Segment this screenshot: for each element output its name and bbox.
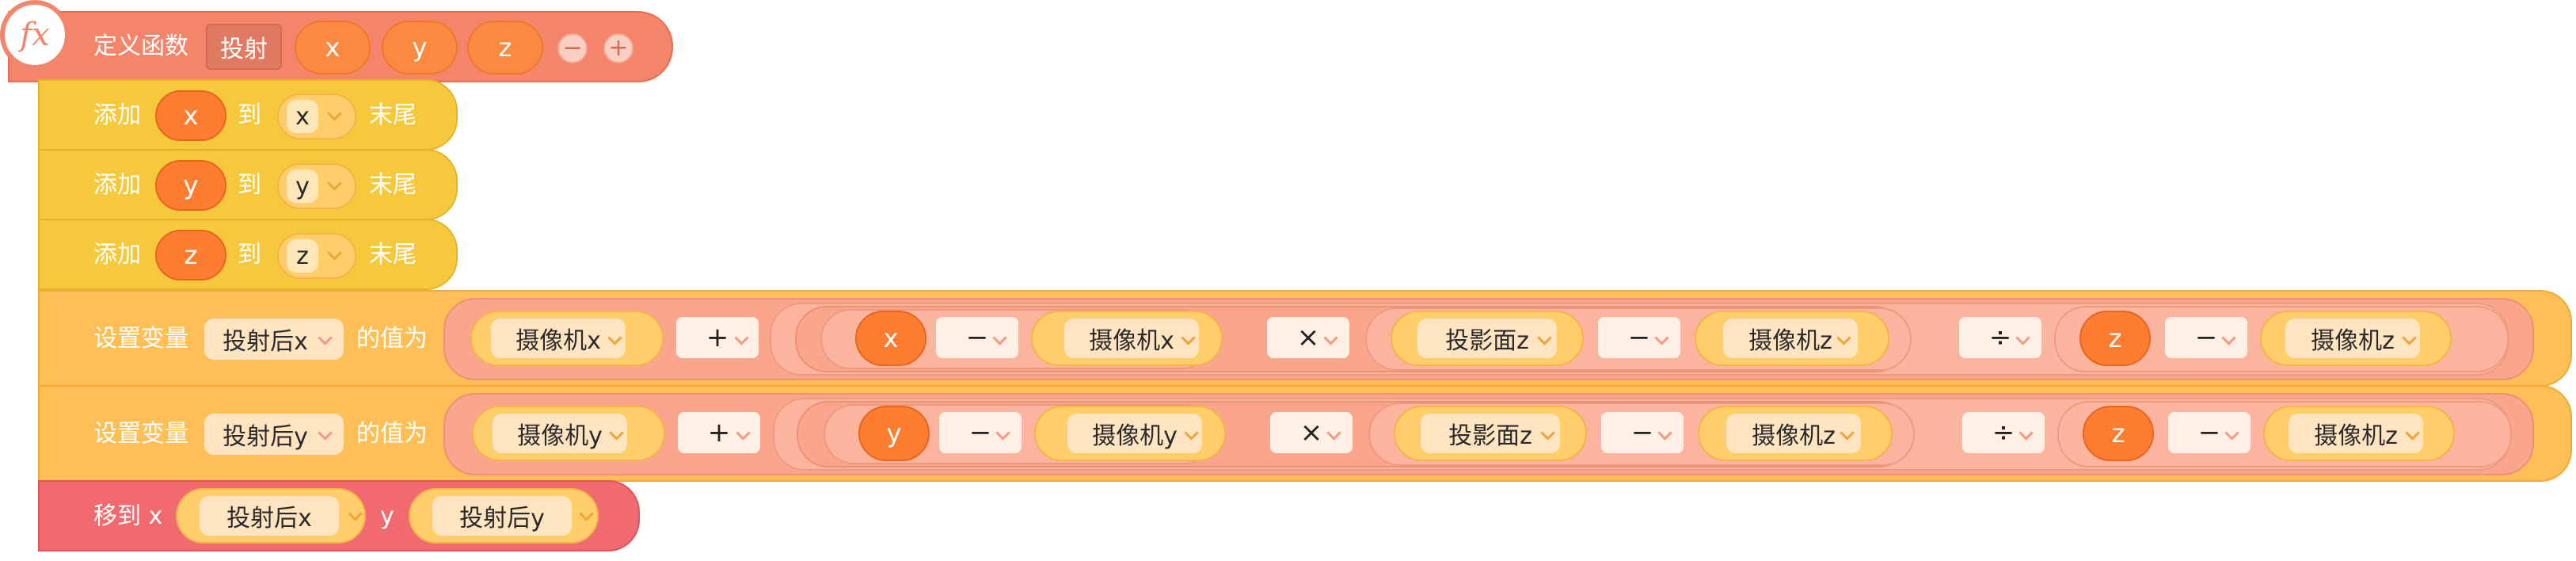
add-item-var[interactable]: z bbox=[155, 230, 226, 280]
add-label: 添加 bbox=[93, 101, 141, 129]
add-to-list-block[interactable] bbox=[38, 149, 458, 220]
set-variable-label: 设置变量 bbox=[93, 325, 188, 353]
list-dropdown[interactable]: y bbox=[287, 170, 318, 203]
y-var-dropdown[interactable]: 投射后y bbox=[432, 496, 572, 536]
to-label: 到 bbox=[238, 101, 261, 129]
suffix-label: 末尾 bbox=[369, 171, 417, 199]
param-y[interactable]: y bbox=[382, 21, 458, 74]
add-label: 添加 bbox=[93, 171, 141, 199]
to-label: 到 bbox=[238, 241, 261, 269]
param-var[interactable]: y bbox=[858, 406, 930, 461]
plane-dropdown[interactable]: 投影面z bbox=[1417, 319, 1557, 358]
add-item-var[interactable]: y bbox=[155, 160, 226, 211]
param-z-var[interactable]: z bbox=[2083, 406, 2154, 461]
plane-dropdown[interactable]: 投影面z bbox=[1421, 414, 1560, 453]
move-to-label: 移到 x bbox=[93, 502, 163, 530]
operator-dropdown[interactable]: − bbox=[2165, 317, 2247, 358]
operator-dropdown[interactable]: + bbox=[676, 317, 759, 358]
x-var-dropdown[interactable]: 投射后x bbox=[200, 496, 339, 536]
add-param-button[interactable]: + bbox=[603, 33, 634, 63]
variable-dropdown[interactable]: 投射后x bbox=[204, 319, 344, 360]
suffix-label: 末尾 bbox=[369, 101, 417, 129]
camera-dropdown[interactable]: 摄像机x bbox=[1064, 319, 1199, 358]
list-dropdown[interactable]: x bbox=[287, 100, 318, 133]
camera-z-dropdown[interactable]: 摄像机z bbox=[2285, 319, 2420, 358]
param-z[interactable]: z bbox=[467, 21, 543, 74]
add-to-list-block[interactable] bbox=[38, 219, 458, 290]
add-to-list-block[interactable] bbox=[38, 79, 458, 151]
operator-dropdown[interactable]: − bbox=[2168, 412, 2251, 453]
variable-dropdown[interactable]: 投射后y bbox=[204, 414, 344, 455]
value-of-label: 的值为 bbox=[356, 325, 428, 353]
param-x[interactable]: x bbox=[295, 21, 371, 74]
add-item-var[interactable]: x bbox=[155, 90, 226, 141]
operator-dropdown[interactable]: ÷ bbox=[1962, 412, 2045, 453]
camera-z-dropdown[interactable]: 摄像机z bbox=[1723, 319, 1858, 358]
operator-dropdown[interactable]: × bbox=[1270, 412, 1353, 453]
operator-dropdown[interactable]: × bbox=[1267, 317, 1349, 358]
value-of-label: 的值为 bbox=[356, 420, 428, 448]
operator-dropdown[interactable]: − bbox=[939, 412, 1022, 453]
function-name-field[interactable]: 投射 bbox=[206, 24, 282, 70]
to-label: 到 bbox=[238, 171, 261, 199]
camera-dropdown[interactable]: 摄像机y bbox=[1067, 414, 1202, 453]
remove-param-button[interactable]: − bbox=[557, 33, 588, 63]
camera-dropdown[interactable]: 摄像机y bbox=[493, 414, 627, 453]
operator-dropdown[interactable]: − bbox=[1598, 317, 1680, 358]
param-z-var[interactable]: z bbox=[2079, 311, 2151, 366]
y-label: y bbox=[380, 502, 394, 530]
suffix-label: 末尾 bbox=[369, 241, 417, 269]
operator-dropdown[interactable]: − bbox=[936, 317, 1018, 358]
operator-dropdown[interactable]: − bbox=[1601, 412, 1684, 453]
function-icon: fx bbox=[0, 0, 70, 70]
add-label: 添加 bbox=[93, 241, 141, 269]
operator-dropdown[interactable]: ÷ bbox=[1959, 317, 2041, 358]
camera-dropdown[interactable]: 摄像机x bbox=[491, 319, 626, 358]
list-dropdown[interactable]: z bbox=[287, 239, 318, 273]
camera-z-dropdown[interactable]: 摄像机z bbox=[1726, 414, 1861, 453]
param-var[interactable]: x bbox=[855, 311, 927, 366]
camera-z-dropdown[interactable]: 摄像机z bbox=[2289, 414, 2423, 453]
define-keyword: 定义函数 bbox=[93, 32, 188, 60]
operator-dropdown[interactable]: + bbox=[678, 412, 760, 453]
set-variable-label: 设置变量 bbox=[93, 420, 188, 448]
